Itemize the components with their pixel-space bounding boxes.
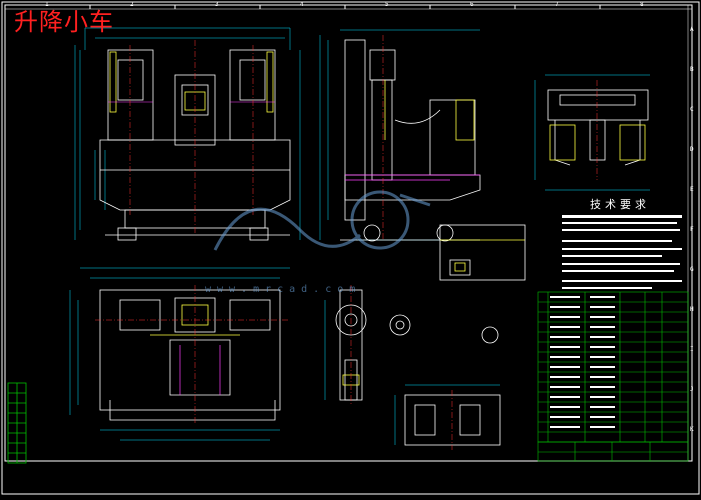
zone-label: F (690, 226, 694, 233)
zone-label: 8 (640, 1, 644, 8)
zone-label: H (690, 306, 694, 313)
cad-watermark-logo-icon (213, 190, 431, 251)
tech-requirements-block (562, 215, 682, 289)
zone-label: 3 (215, 1, 219, 8)
zone-label: G (690, 266, 694, 273)
detail-view-top-right (534, 74, 650, 191)
parts-list-table (537, 291, 689, 443)
plan-view (69, 267, 290, 441)
zone-label: 1 (45, 1, 49, 8)
title-block (537, 441, 689, 462)
zone-label: 6 (470, 1, 474, 8)
zone-label: 4 (300, 1, 304, 8)
left-margin-table (7, 382, 27, 464)
zone-label: 2 (130, 1, 134, 8)
zone-label: K (690, 426, 694, 433)
small-detail-views (389, 224, 526, 450)
zone-label: C (690, 106, 694, 113)
front-view (74, 27, 301, 241)
watermark-text: www.mrcad.com (205, 284, 362, 295)
side-view (319, 29, 481, 242)
zone-label: E (690, 186, 694, 193)
zone-label: J (690, 386, 694, 393)
parts-list-text (550, 296, 615, 428)
drawing-title: 升降小车 (14, 8, 114, 36)
zone-label: 5 (385, 1, 389, 8)
zone-label: B (690, 66, 694, 73)
zone-label: D (690, 146, 694, 153)
zone-label: A (690, 26, 694, 33)
zone-label: 7 (555, 1, 559, 8)
zone-label: I (690, 346, 694, 353)
tech-requirements-title: 技术要求 (590, 198, 650, 211)
wheel-detail (324, 285, 367, 405)
